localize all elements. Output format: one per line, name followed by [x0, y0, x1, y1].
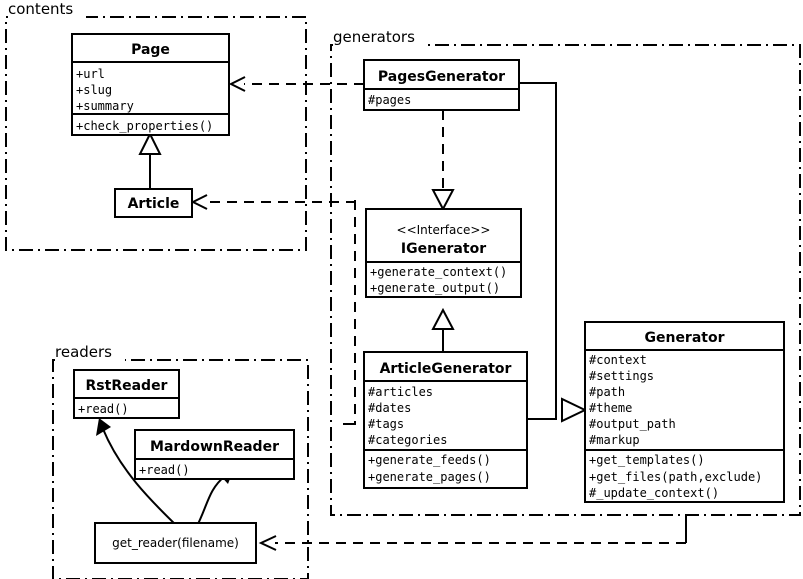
- relation-get-reader-returns-rstreader: [96, 418, 180, 529]
- class-mardownreader-method-0: +read(): [139, 463, 190, 477]
- relation-articlegenerator-extends-igenerator: [431, 307, 455, 352]
- class-mardownreader-title: MardownReader: [150, 439, 279, 455]
- class-pagesgenerator-frame: [363, 59, 520, 111]
- article-page-triangle: [138, 131, 162, 155]
- class-articlegenerator-attr-2: #tags: [368, 417, 404, 431]
- class-rstreader[interactable]: RstReader +read(): [73, 369, 180, 419]
- relation-generator-uses-get-reader: [258, 515, 687, 551]
- function-get-reader-frame: [94, 522, 257, 564]
- package-readers-label: readers: [55, 343, 112, 361]
- package-contents-label: contents: [8, 0, 73, 18]
- class-generator-attr-4: #output_path: [589, 417, 676, 431]
- relation-article-extends-page: [138, 131, 162, 190]
- class-page[interactable]: Page +url +slug +summary +check_properti…: [71, 33, 230, 136]
- class-igenerator-method-1: +generate_output(): [370, 281, 500, 295]
- class-pagesgenerator-attr-0: #pages: [368, 93, 411, 107]
- relation-pagesgenerator-realizes-igenerator: [431, 110, 455, 212]
- generator-getreader-arrowhead: [258, 535, 277, 551]
- getreader-rstreader-arrowhead: [96, 418, 111, 436]
- class-generator-title: Generator: [644, 330, 724, 346]
- class-articlegenerator-method-1: +generate_pages(): [368, 470, 491, 484]
- class-generator-attr-3: #theme: [589, 401, 632, 415]
- class-page-title: Page: [131, 42, 170, 58]
- package-contents: contents: [5, 0, 307, 251]
- class-rstreader-method-0: +read(): [78, 402, 129, 416]
- getreader-rstreader-curve: [102, 428, 180, 529]
- package-generators: generators: [330, 28, 801, 516]
- function-get-reader[interactable]: get_reader(filename): [94, 522, 257, 564]
- class-page-attr-0: +url: [76, 67, 105, 81]
- class-generator-attr-0: #context: [589, 353, 647, 367]
- class-page-attr-1: +slug: [76, 83, 112, 97]
- generator-inheritance-triangle: [561, 397, 588, 423]
- class-generator-method-1: +get_files(path,exclude): [589, 470, 762, 484]
- class-pagesgenerator[interactable]: PagesGenerator #pages: [363, 59, 520, 111]
- class-generator-attr-5: #markup: [589, 433, 640, 447]
- class-rstreader-title: RstReader: [86, 378, 168, 394]
- class-articlegenerator-attr-3: #categories: [368, 433, 447, 447]
- class-generator-method-2: #_update_context(): [589, 486, 719, 500]
- class-igenerator-frame: [365, 208, 522, 298]
- class-generator-attr-1: #settings: [589, 369, 654, 383]
- class-igenerator[interactable]: <<Interface>> IGenerator +generate_conte…: [365, 208, 522, 298]
- relation-articlegenerator-extends-generator: [527, 397, 588, 423]
- class-article[interactable]: Article: [114, 188, 193, 218]
- class-igenerator-title: IGenerator: [401, 241, 486, 257]
- articlegenerator-generator-line: [527, 410, 557, 420]
- class-articlegenerator-title: ArticleGenerator: [380, 361, 512, 377]
- class-page-method-0: +check_properties(): [76, 119, 213, 133]
- package-generators-label-bg: [333, 33, 427, 51]
- relation-pagesgenerator-extends-generator: [519, 82, 557, 410]
- relation-pagesgenerator-uses-page: [228, 76, 364, 92]
- articlegenerator-igenerator-triangle: [431, 307, 455, 330]
- class-mardownreader[interactable]: MardownReader +read(): [134, 429, 295, 480]
- package-readers: readers: [52, 343, 309, 579]
- class-page-frame: [71, 33, 230, 136]
- class-mardownreader-frame: [134, 429, 295, 480]
- class-article-title: Article: [128, 196, 180, 212]
- class-generator-method-0: +get_templates(): [589, 453, 705, 467]
- class-igenerator-method-0: +generate_context(): [370, 265, 507, 279]
- package-contents-border: [5, 16, 307, 251]
- pagesgenerator-igenerator-triangle: [431, 189, 455, 212]
- class-pagesgenerator-title: PagesGenerator: [378, 69, 505, 85]
- class-articlegenerator-method-0: +generate_feeds(): [368, 453, 491, 467]
- package-contents-label-bg: [8, 8, 86, 24]
- package-generators-border: [330, 44, 801, 516]
- class-articlegenerator-frame: [363, 351, 528, 489]
- class-generator-attr-2: #path: [589, 385, 625, 399]
- pagesgenerator-generator-line: [519, 82, 557, 410]
- class-articlegenerator-attr-1: #dates: [368, 401, 411, 415]
- package-readers-label-bg: [55, 347, 125, 364]
- package-generators-label: generators: [333, 28, 415, 46]
- class-articlegenerator[interactable]: ArticleGenerator #articles #dates #tags …: [363, 351, 528, 489]
- function-get-reader-label: get_reader(filename): [112, 536, 239, 550]
- class-generator[interactable]: Generator #context #settings #path #them…: [584, 321, 785, 503]
- pagesgenerator-page-arrowhead: [228, 76, 246, 92]
- package-readers-border: [52, 359, 309, 579]
- class-page-attr-2: +summary: [76, 99, 134, 113]
- class-igenerator-stereotype: <<Interface>>: [397, 223, 491, 237]
- class-rstreader-frame: [73, 369, 180, 419]
- class-article-frame: [114, 188, 193, 218]
- class-generator-frame: [584, 321, 785, 503]
- class-articlegenerator-attr-0: #articles: [368, 385, 433, 399]
